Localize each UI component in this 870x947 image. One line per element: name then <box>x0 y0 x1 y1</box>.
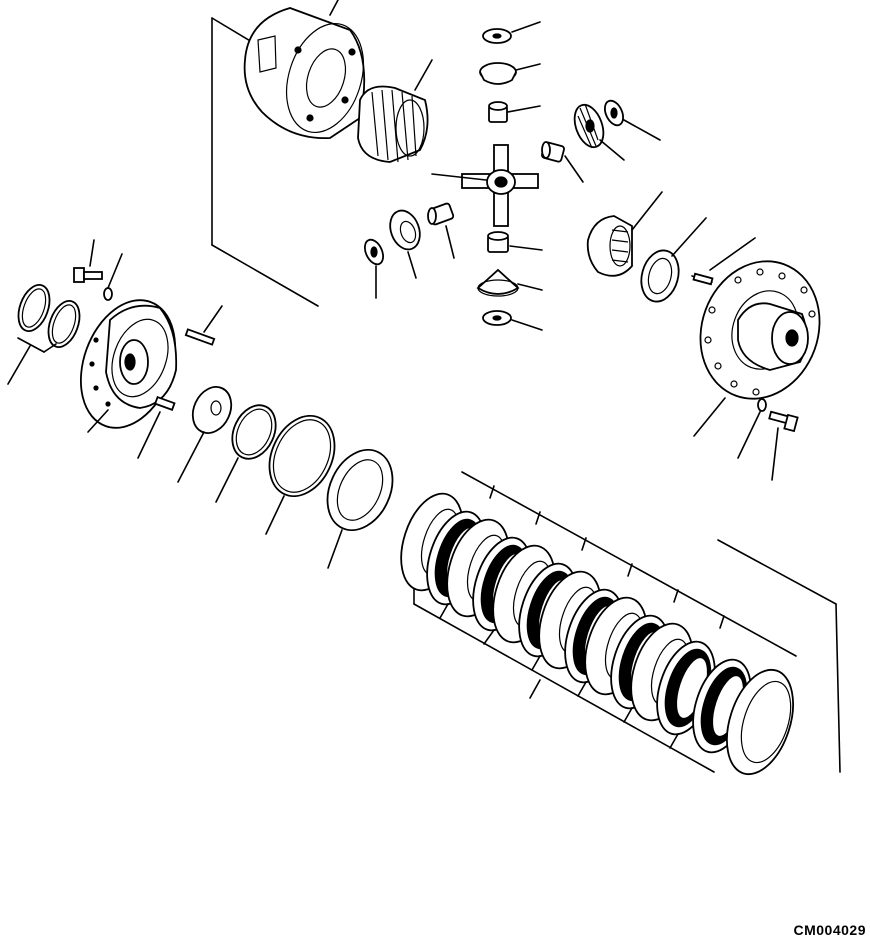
washer-icon <box>364 238 384 299</box>
washer-icon <box>604 99 661 141</box>
pin-icon <box>184 305 223 346</box>
washer-icon <box>737 398 767 459</box>
washer-icon <box>640 217 707 303</box>
pin-icon <box>541 141 584 183</box>
washer-icon <box>177 386 233 483</box>
bevel-gear-icon <box>357 59 433 163</box>
clutch-plate-icon <box>726 668 794 776</box>
clutch-leader-lines <box>439 485 725 749</box>
bevel-gear-icon <box>573 103 625 161</box>
spider-cross-icon <box>431 144 539 227</box>
pin-icon <box>137 395 176 459</box>
washer-icon <box>103 253 123 301</box>
bolt-icon <box>768 410 799 481</box>
snap-ring-icon <box>215 404 277 503</box>
pin-icon <box>488 101 541 123</box>
pin-icon <box>691 237 756 286</box>
bevel-gear-icon <box>479 62 541 85</box>
washer-icon <box>482 310 543 331</box>
bevel-gear-icon <box>389 209 421 279</box>
snap-ring-icon <box>326 448 394 569</box>
snap-ring-icon <box>7 284 81 385</box>
bolt-icon <box>73 239 103 283</box>
clutch-pack-bracket <box>413 471 841 773</box>
snap-ring-icon <box>265 414 336 535</box>
bevel-gear-icon <box>476 268 543 297</box>
clutch-disc-pack <box>400 492 794 776</box>
flange-hub-icon <box>693 260 821 437</box>
pin-icon <box>427 202 455 259</box>
flange-hub-icon <box>79 299 178 433</box>
drawing-code: CM004029 <box>793 922 866 938</box>
pin-icon <box>487 231 543 253</box>
washer-icon <box>482 21 541 44</box>
bevel-gear-icon <box>586 191 663 277</box>
differential-case-icon <box>243 0 366 139</box>
